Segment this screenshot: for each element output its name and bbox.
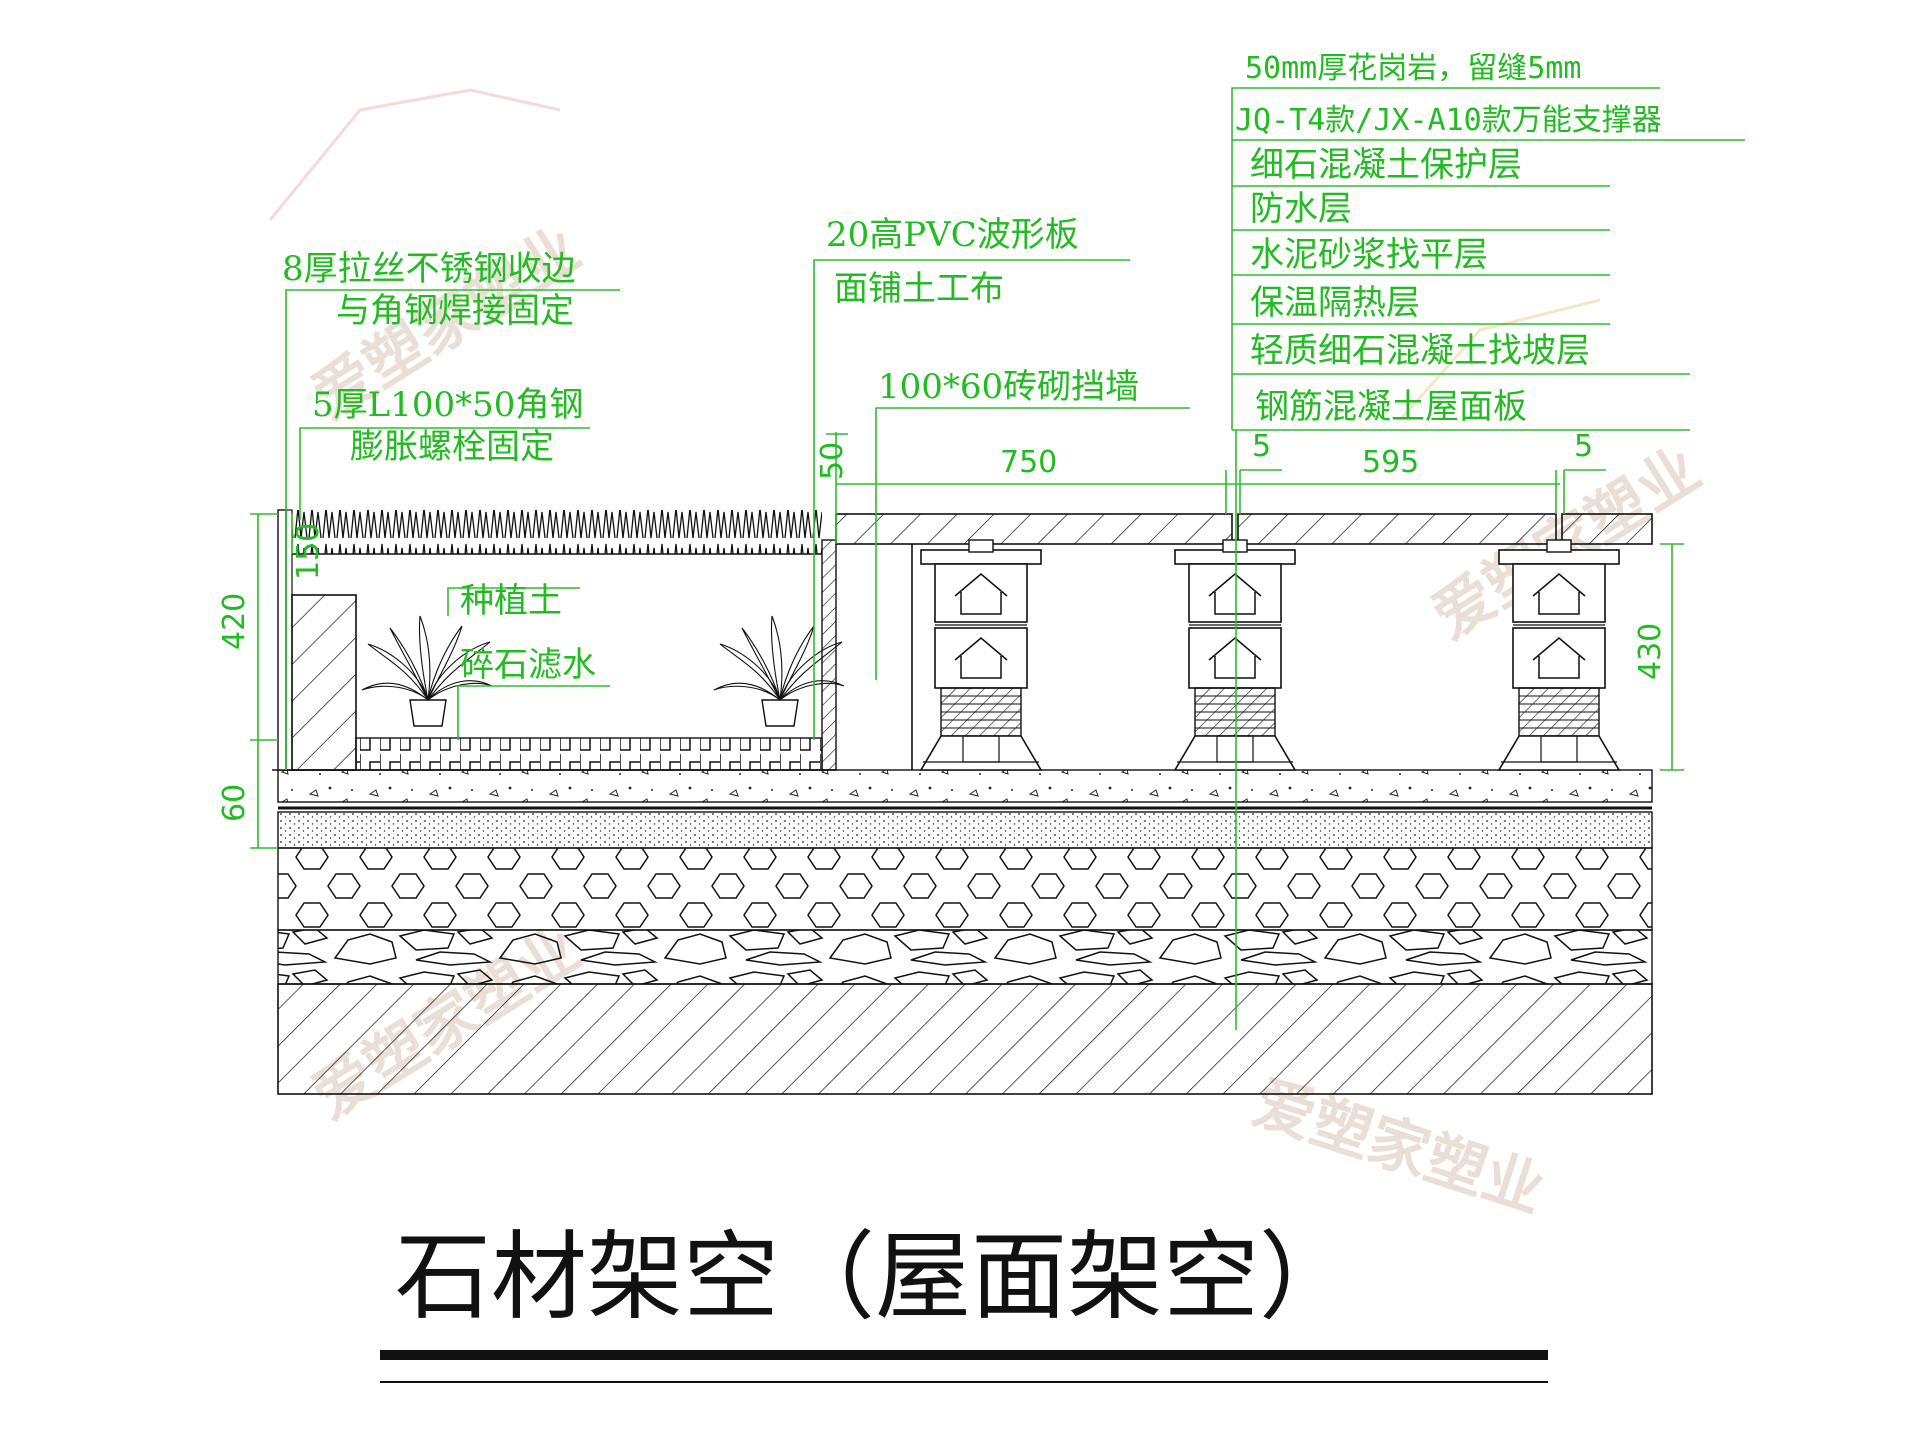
- granite-slab: [835, 513, 1233, 545]
- label-edge-1: 8厚拉丝不锈钢收边: [282, 249, 576, 289]
- pvc-drainage-board: [355, 737, 823, 771]
- label-insulation: 保温隔热层: [1250, 283, 1420, 323]
- planter: [272, 509, 845, 771]
- dimension-5-right: 5: [1574, 429, 1593, 464]
- label-protection-layer: 细石混凝土保护层: [1250, 145, 1522, 185]
- label-waterproof: 防水层: [1250, 189, 1352, 229]
- label-granite: 50mm厚花岗岩，留缝5mm: [1245, 51, 1581, 86]
- insulation-layer: [277, 847, 1653, 931]
- label-sloping: 轻质细石混凝土找坡层: [1250, 331, 1590, 371]
- roof-layers: [277, 769, 1653, 1095]
- watermark-stroke: [1398, 298, 1601, 421]
- label-roof-slab: 钢筋混凝土屋面板: [1255, 387, 1527, 427]
- label-pvc-1: 20高PVC波形板: [826, 215, 1079, 255]
- reinforced-concrete-roof-slab: [277, 983, 1653, 1095]
- granite-slab: [1237, 513, 1557, 545]
- leader-line: [1231, 87, 1660, 430]
- leader-line: [875, 407, 1190, 680]
- sloping-concrete-layer: [277, 929, 1653, 985]
- label-edge-2: 与角钢焊接固定: [336, 291, 574, 331]
- planter-labels: 8厚拉丝不锈钢收边 与角钢焊接固定 5厚L100*50角钢 膨胀螺栓固定 20高…: [282, 215, 1139, 685]
- pedestal-support: [1174, 539, 1296, 771]
- dimension-50: 50: [815, 442, 850, 480]
- label-angle-2: 膨胀螺栓固定: [350, 427, 554, 467]
- dimension-595: 595: [1362, 445, 1419, 480]
- watermark-stroke: [268, 88, 561, 221]
- granite-paving: [835, 513, 1653, 770]
- cement-mortar-leveling-layer: [277, 811, 1653, 849]
- label-soil: 种植土: [460, 581, 562, 621]
- leader-line: [447, 587, 580, 616]
- dimension-750: 750: [1000, 445, 1057, 480]
- drawing-title-block: 石材架空（屋面架空）: [380, 1221, 1548, 1383]
- pedestal-supports: [920, 539, 1620, 771]
- dimension-420: 420: [217, 593, 252, 650]
- brick-retaining-wall: [821, 539, 837, 771]
- label-pedestal: JQ-T4款/JX-A10款万能支撑器: [1235, 103, 1662, 138]
- label-gravel: 碎石滤水: [460, 645, 596, 685]
- dimension-lines: [250, 432, 1684, 849]
- label-angle-1: 5厚L100*50角钢: [312, 385, 583, 425]
- dimension-430: 430: [1633, 623, 1668, 680]
- label-wall: 100*60砖砌挡墙: [878, 367, 1139, 407]
- leader-line: [457, 685, 610, 740]
- granite-slab: [1561, 513, 1653, 545]
- dimension-150: 150: [291, 523, 326, 580]
- leader-line: [285, 289, 620, 770]
- pedestal-support: [920, 539, 1042, 771]
- leader-lines: [285, 87, 1745, 1030]
- leader-line: [299, 427, 590, 520]
- label-leveling: 水泥砂浆找平层: [1250, 235, 1488, 275]
- pedestal-support: [1498, 539, 1620, 771]
- dimension-60: 60: [217, 784, 252, 822]
- dimension-labels: 750 5 595 5 50 150 420 60 430: [217, 429, 1668, 822]
- leader-line: [813, 259, 1130, 740]
- title-underline-thick: [380, 1350, 1548, 1360]
- layer-labels: 50mm厚花岗岩，留缝5mm JQ-T4款/JX-A10款万能支撑器 细石混凝土…: [1235, 51, 1662, 427]
- planting-grass: [292, 510, 822, 554]
- dimension-5-left: 5: [1252, 429, 1271, 464]
- label-pvc-2: 面铺土工布: [834, 269, 1004, 309]
- planter-wall-left: [291, 594, 357, 771]
- fine-concrete-protection-layer: [277, 769, 1653, 803]
- stainless-steel-edge: [277, 509, 287, 771]
- drawing-title: 石材架空（屋面架空）: [395, 1221, 1355, 1333]
